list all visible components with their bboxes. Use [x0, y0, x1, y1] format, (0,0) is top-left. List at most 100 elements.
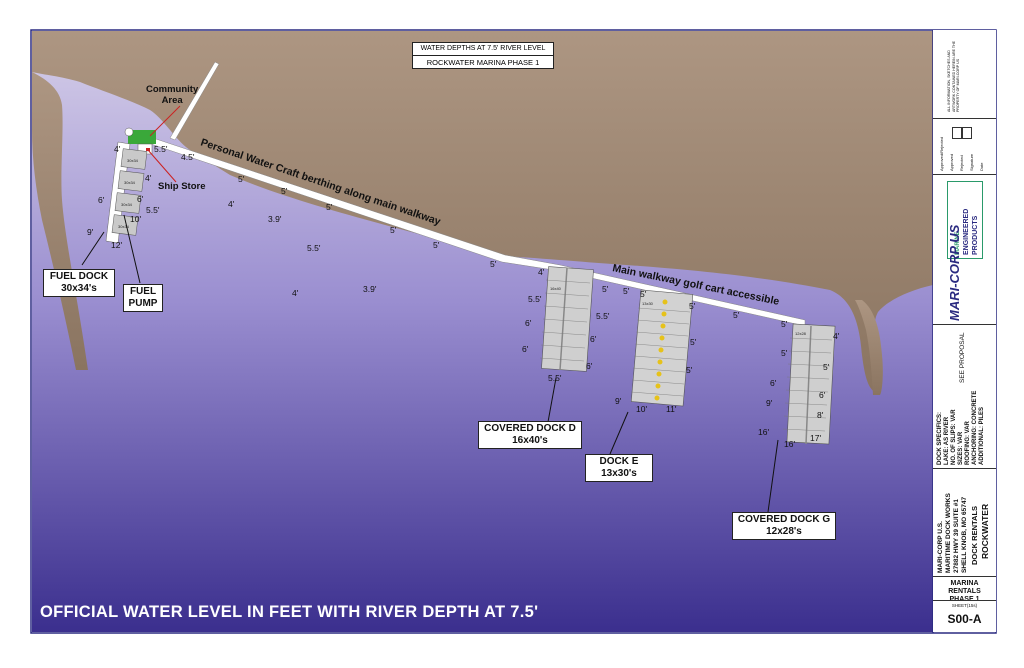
- slip-label: 12x28: [795, 331, 807, 336]
- depth-sounding: 5.5': [154, 144, 168, 154]
- depth-sounding: 6': [525, 318, 532, 328]
- leader-ship-store: [147, 149, 177, 183]
- depth-sounding: 5.5': [548, 373, 562, 383]
- tb-project: MARINA RENTALS PHASE 1: [933, 576, 996, 606]
- depth-sounding: 4': [145, 173, 152, 183]
- depth-sounding: 6': [770, 378, 777, 388]
- dock-e: 13x30: [630, 289, 694, 407]
- shoreline-land: [32, 31, 933, 393]
- tb-specs: SEE PROPOSAL DOCK SPECIFICS: LAKE: AS RI…: [933, 324, 996, 468]
- tb-logo: MARINE ENGINEERED PRODUCTS MARI-CORP US: [933, 174, 996, 324]
- community-area-label: Community Area: [146, 84, 199, 106]
- depth-sounding: 11': [666, 404, 677, 414]
- depth-sounding: 5': [490, 259, 497, 269]
- depth-sounding: 10': [130, 214, 141, 224]
- depth-sounding: 9': [615, 396, 622, 406]
- depth-sounding: 5': [623, 286, 630, 296]
- depth-sounding: 10': [636, 404, 647, 414]
- footer-caption: OFFICIAL WATER LEVEL IN FEET WITH RIVER …: [40, 603, 539, 621]
- depth-sounding: 5': [326, 202, 333, 212]
- depth-soundings: 4'4.5'5.5'4'6'5.5'6'9'10'12'5'5'4'3.9'5'…: [87, 144, 840, 449]
- depth-sounding: 3.9': [268, 214, 282, 224]
- covered-dock-g-label: COVERED DOCK G 12x28's: [732, 512, 836, 540]
- depth-sounding: 5': [281, 186, 288, 196]
- depth-sounding: 12': [111, 240, 122, 250]
- depth-sounding: 6': [819, 390, 826, 400]
- shore-access-pier: [169, 61, 220, 141]
- tb-sheet: SHEET(15s) S00-A: [933, 600, 996, 632]
- slip-label: 30x34: [118, 224, 130, 229]
- depth-sounding: 4': [114, 144, 121, 154]
- depth-sounding: 5.5': [146, 205, 160, 215]
- depth-sounding: 4': [538, 267, 545, 277]
- tb-address: MARI-CORP U.S. MARITIME DOCK WORKS 27882…: [933, 468, 996, 576]
- depth-sounding: 9': [87, 227, 94, 237]
- slip-label: 30x34: [124, 180, 136, 185]
- depth-sounding: 5': [238, 174, 245, 184]
- marine-products-logo: [947, 181, 983, 259]
- fuel-dock-label: FUEL DOCK 30x34's: [43, 269, 115, 297]
- slip-label: 30x34: [127, 158, 139, 163]
- leader-dock-d: [547, 377, 557, 423]
- depth-sounding: 6': [522, 344, 529, 354]
- depth-sounding: 5': [390, 225, 397, 235]
- depth-sounding: 5.5': [596, 311, 610, 321]
- leader-community: [149, 105, 181, 137]
- leader-dock-e: [609, 411, 629, 455]
- depth-sounding: 4': [833, 331, 840, 341]
- dock-e-label: DOCK E 13x30's: [585, 454, 653, 482]
- rejected-checkbox: [962, 127, 972, 139]
- header-title-box: WATER DEPTHS AT 7.5' RIVER LEVEL ROCKWAT…: [412, 42, 554, 69]
- depth-sounding: 16': [758, 427, 769, 437]
- depth-sounding: 4.5': [181, 152, 195, 162]
- covered-dock-d-label: COVERED DOCK D 16x40's: [478, 421, 582, 449]
- drawing-border: [30, 29, 997, 634]
- covered-dock-g: 12x28: [782, 323, 836, 445]
- leader-dock-g: [767, 439, 779, 513]
- depth-sounding: 17': [810, 433, 821, 443]
- tb-approval: Approved/Rejected Approved Rejected Sign…: [933, 118, 996, 174]
- ship-store-label: Ship Store: [158, 181, 206, 192]
- community-area-circle: [124, 127, 134, 137]
- header-line-1: WATER DEPTHS AT 7.5' RIVER LEVEL: [413, 43, 553, 56]
- leader-fuel-pump: [123, 214, 141, 284]
- depth-sounding: 6': [137, 194, 144, 204]
- ship-store-marker: [146, 148, 150, 151]
- sheet-number: S00-A: [947, 612, 982, 626]
- depth-sounding: 5': [640, 289, 647, 299]
- depth-sounding: 5.5': [528, 294, 542, 304]
- depth-sounding: 5': [602, 284, 609, 294]
- depth-sounding: 5.5': [307, 243, 321, 253]
- depth-sounding: 3.9': [363, 284, 377, 294]
- fuel-pump-label: FUEL PUMP: [123, 284, 163, 312]
- depth-sounding: 16': [784, 439, 795, 449]
- tb-notes: ALL INFORMATION, SKETCHES AND ARTWORK CO…: [947, 40, 960, 112]
- slip-label: 30x34: [121, 202, 133, 207]
- header-line-2: ROCKWATER MARINA PHASE 1: [426, 58, 540, 67]
- slip-label: 13x30: [642, 301, 654, 306]
- depth-sounding: 6': [586, 361, 593, 371]
- depth-sounding: 5': [689, 301, 696, 311]
- depth-sounding: 5': [823, 362, 830, 372]
- fuel-dock: 30x34 30x34 30x34 30x34: [105, 141, 148, 244]
- approved-checkbox: [952, 127, 962, 139]
- depth-sounding: 5': [781, 348, 788, 358]
- depth-sounding: 5': [690, 337, 697, 347]
- covered-dock-d: 16x40: [539, 266, 594, 372]
- depth-sounding: 8': [817, 410, 824, 420]
- company-logo: MARI-CORP US: [947, 224, 962, 321]
- community-area-pad: [128, 130, 156, 144]
- right-spit: [855, 300, 883, 395]
- depth-sounding: 5': [686, 365, 693, 375]
- depth-sounding: 5': [433, 240, 440, 250]
- depth-sounding: 6': [98, 195, 105, 205]
- slip-label: 16x40: [550, 286, 562, 291]
- depth-sounding: 5': [733, 310, 740, 320]
- depth-sounding: 4': [292, 288, 299, 298]
- leader-fuel-dock: [81, 231, 105, 266]
- depth-sounding: 9': [766, 398, 773, 408]
- depth-sounding: 4': [228, 199, 235, 209]
- depth-sounding: 5': [781, 319, 788, 329]
